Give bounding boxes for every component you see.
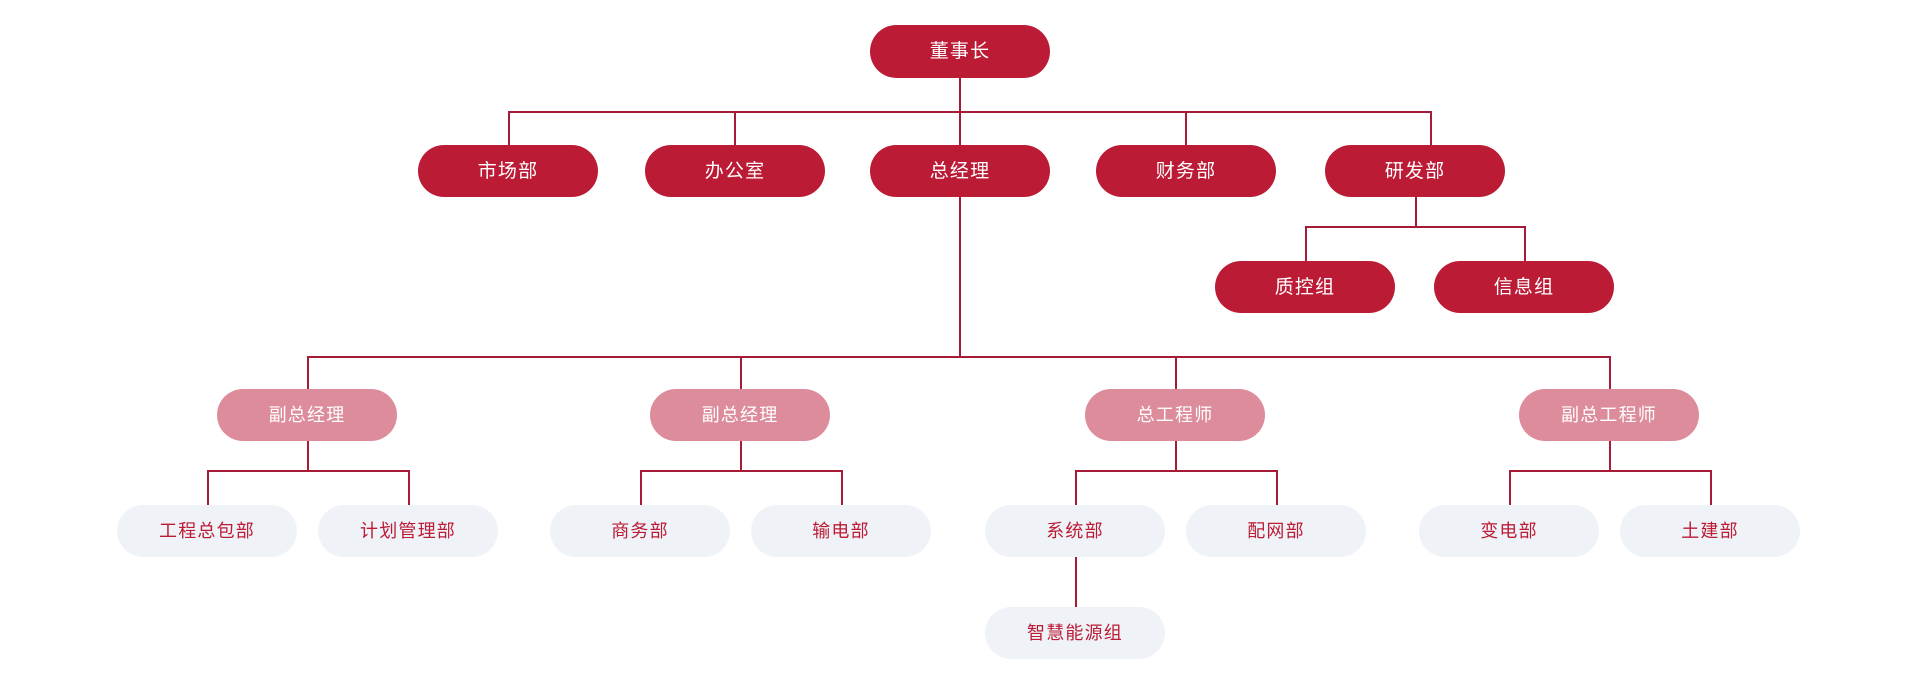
- node-office-label: 办公室: [704, 160, 766, 182]
- edge-drop-chief-engineer: [1175, 356, 1177, 389]
- edge-drop-business-dept: [640, 470, 642, 505]
- node-finance-dept[interactable]: 财务部: [1096, 145, 1276, 197]
- node-planning-dept-label: 计划管理部: [360, 521, 456, 541]
- node-office[interactable]: 办公室: [645, 145, 825, 197]
- node-deputy-gm-2-label: 副总经理: [701, 405, 779, 425]
- node-system-dept-label: 系统部: [1046, 521, 1104, 541]
- edge-deputy-gm-1-stem: [307, 441, 309, 471]
- node-general-manager-label: 总经理: [929, 160, 991, 182]
- edge-drop-qc-group: [1305, 226, 1307, 261]
- edge-level2-bus: [508, 111, 1431, 113]
- edge-chief-engineer-bus: [1075, 470, 1277, 472]
- edge-root-stem: [959, 78, 961, 112]
- node-civil-dept-label: 土建部: [1681, 521, 1739, 541]
- node-general-manager[interactable]: 总经理: [870, 145, 1050, 197]
- node-smart-energy-group[interactable]: 智慧能源组: [985, 607, 1165, 659]
- edge-system-dept-stem: [1075, 557, 1077, 607]
- node-substation-dept[interactable]: 变电部: [1419, 505, 1599, 557]
- edge-deputy-gm-2-bus: [640, 470, 842, 472]
- edge-drop-substation-dept: [1509, 470, 1511, 505]
- node-marketing-dept-label: 市场部: [477, 160, 539, 182]
- edge-drop-transmission-dept: [841, 470, 843, 505]
- node-marketing-dept[interactable]: 市场部: [418, 145, 598, 197]
- edge-drop-civil-dept: [1710, 470, 1712, 505]
- edge-drop-finance: [1185, 111, 1187, 145]
- edge-deputy-gm-2-stem: [740, 441, 742, 471]
- node-business-dept-label: 商务部: [611, 521, 669, 541]
- edge-drop-system-dept: [1075, 470, 1077, 505]
- edge-drop-deputy-gm-2: [740, 356, 742, 389]
- edge-deputy-chief-engineer-bus: [1509, 470, 1711, 472]
- node-civil-dept[interactable]: 土建部: [1620, 505, 1800, 557]
- node-smart-energy-group-label: 智慧能源组: [1027, 623, 1123, 643]
- node-deputy-chief-engineer[interactable]: 副总工程师: [1519, 389, 1699, 441]
- node-deputy-gm-2[interactable]: 副总经理: [650, 389, 830, 441]
- node-substation-dept-label: 变电部: [1480, 521, 1538, 541]
- node-rnd-dept[interactable]: 研发部: [1325, 145, 1505, 197]
- edge-deputy-chief-engineer-stem: [1609, 441, 1611, 471]
- node-chief-engineer[interactable]: 总工程师: [1085, 389, 1265, 441]
- edge-drop-distribution-dept: [1276, 470, 1278, 505]
- edge-drop-office: [734, 111, 736, 145]
- node-distribution-dept-label: 配网部: [1247, 521, 1305, 541]
- node-epc-dept-label: 工程总包部: [159, 521, 255, 541]
- node-epc-dept[interactable]: 工程总包部: [117, 505, 297, 557]
- edge-drop-gm: [959, 111, 961, 145]
- edge-drop-info-group: [1524, 226, 1526, 261]
- edge-drop-planning-dept: [408, 470, 410, 505]
- node-transmission-dept-label: 输电部: [812, 521, 870, 541]
- node-rnd-dept-label: 研发部: [1384, 160, 1446, 182]
- edge-drop-marketing: [508, 111, 510, 145]
- edge-drop-deputy-gm-1: [307, 356, 309, 389]
- node-planning-dept[interactable]: 计划管理部: [318, 505, 498, 557]
- node-transmission-dept[interactable]: 输电部: [751, 505, 931, 557]
- node-info-group-label: 信息组: [1493, 276, 1555, 298]
- node-info-group[interactable]: 信息组: [1434, 261, 1614, 313]
- node-chairman-label: 董事长: [929, 41, 991, 62]
- edge-deputy-gm-1-bus: [207, 470, 409, 472]
- edge-managers-bus: [307, 356, 1609, 358]
- node-business-dept[interactable]: 商务部: [550, 505, 730, 557]
- edge-rnd-stem: [1415, 197, 1417, 227]
- node-deputy-gm-1[interactable]: 副总经理: [217, 389, 397, 441]
- node-chief-engineer-label: 总工程师: [1136, 405, 1214, 425]
- edge-drop-deputy-chief-engineer: [1609, 356, 1611, 389]
- node-deputy-chief-engineer-label: 副总工程师: [1561, 405, 1657, 425]
- edge-chief-engineer-stem: [1175, 441, 1177, 471]
- node-chairman[interactable]: 董事长: [870, 25, 1050, 78]
- edge-rnd-bus: [1305, 226, 1525, 228]
- node-finance-dept-label: 财务部: [1155, 160, 1217, 182]
- edge-gm-stem: [959, 197, 961, 357]
- node-distribution-dept[interactable]: 配网部: [1186, 505, 1366, 557]
- node-qc-group-label: 质控组: [1274, 276, 1336, 298]
- edge-drop-epc-dept: [207, 470, 209, 505]
- node-deputy-gm-1-label: 副总经理: [268, 405, 346, 425]
- edge-drop-rnd: [1430, 111, 1432, 145]
- node-system-dept[interactable]: 系统部: [985, 505, 1165, 557]
- node-qc-group[interactable]: 质控组: [1215, 261, 1395, 313]
